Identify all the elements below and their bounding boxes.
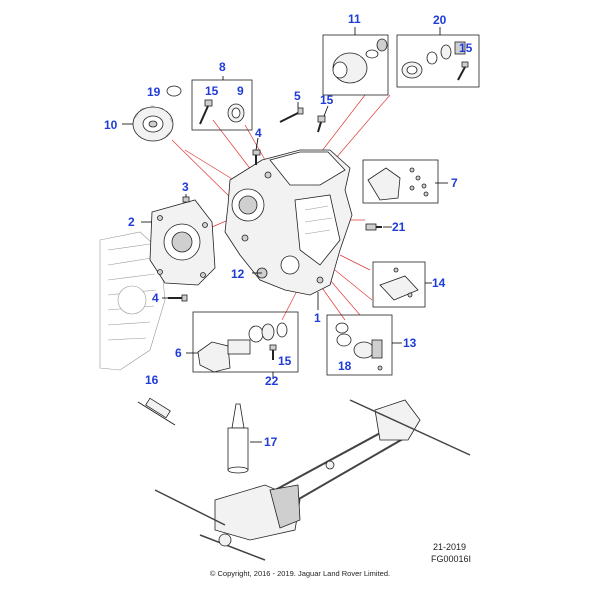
callout-6: 6 <box>175 346 182 360</box>
callout-15-kit20: 15 <box>459 41 473 55</box>
callouts: 1 2 3 4 4 5 6 7 8 9 10 11 12 13 14 15 15… <box>104 12 473 449</box>
callout-20: 20 <box>433 13 447 27</box>
bolt-15-mid <box>317 115 326 133</box>
figure-id: FG00016I <box>431 554 471 564</box>
o-ring-19 <box>166 85 182 97</box>
output-flange-6 <box>197 322 288 373</box>
callout-15-kit22: 15 <box>278 354 292 368</box>
bolt-15-in-kit8 <box>199 99 213 125</box>
bolt-15-in-kit20 <box>457 61 469 81</box>
kit-box-14 <box>372 261 426 308</box>
copyright-notice: © Copyright, 2016 - 2019. Jaguar Land Ro… <box>210 569 390 578</box>
kit-box-7 <box>362 159 439 204</box>
kit-box-11 <box>322 34 389 96</box>
control-module-14 <box>379 267 419 301</box>
callout-4-lower: 4 <box>152 291 159 305</box>
callout-16: 16 <box>145 373 159 387</box>
callout-19: 19 <box>147 85 161 99</box>
callout-13: 13 <box>403 336 417 350</box>
sealant-tube-16 <box>137 397 176 426</box>
callout-leaders <box>122 27 448 443</box>
shaft-kit-20 <box>401 41 466 79</box>
bolt-5 <box>279 107 304 123</box>
callout-14: 14 <box>432 276 446 290</box>
callout-18: 18 <box>338 359 352 373</box>
kit-box-20 <box>396 34 480 88</box>
callout-4-upper: 4 <box>255 126 262 140</box>
callout-15-mid: 15 <box>320 93 334 107</box>
sensor-21 <box>365 223 382 231</box>
callout-7: 7 <box>451 176 458 190</box>
flange-plate <box>149 199 216 286</box>
cover-plate-7 <box>367 167 429 201</box>
callout-22: 22 <box>265 374 279 388</box>
callout-8: 8 <box>219 60 226 74</box>
differential-11 <box>332 38 388 84</box>
bolt-4-upper <box>252 149 261 165</box>
actuator-13 <box>335 322 383 371</box>
callout-2: 2 <box>128 215 135 229</box>
bolt-3 <box>182 194 190 203</box>
kit-box-8 <box>191 79 253 131</box>
ghost-engine <box>99 231 166 371</box>
callout-11: 11 <box>348 12 361 26</box>
bolt-4-lower <box>168 294 188 302</box>
kit-box-22 <box>192 311 299 373</box>
bolt-15-in-kit22 <box>269 344 277 360</box>
callout-1: 1 <box>314 311 321 325</box>
drive-gear <box>132 105 174 142</box>
transfer-case-housing <box>224 149 353 296</box>
kit-box-13 <box>326 314 393 376</box>
callout-10: 10 <box>104 118 118 132</box>
callout-17: 17 <box>264 435 278 449</box>
callout-15-kit8: 15 <box>205 84 219 98</box>
callout-21: 21 <box>392 220 406 234</box>
callout-3: 3 <box>182 180 189 194</box>
date-code: 21-2019 <box>433 542 466 552</box>
callout-5: 5 <box>294 89 301 103</box>
sealant-cartridge-17 <box>227 403 249 474</box>
seal-9 <box>227 103 245 123</box>
callout-12: 12 <box>231 267 245 281</box>
callout-9: 9 <box>237 84 244 98</box>
vehicle-drivetrain <box>154 399 471 561</box>
